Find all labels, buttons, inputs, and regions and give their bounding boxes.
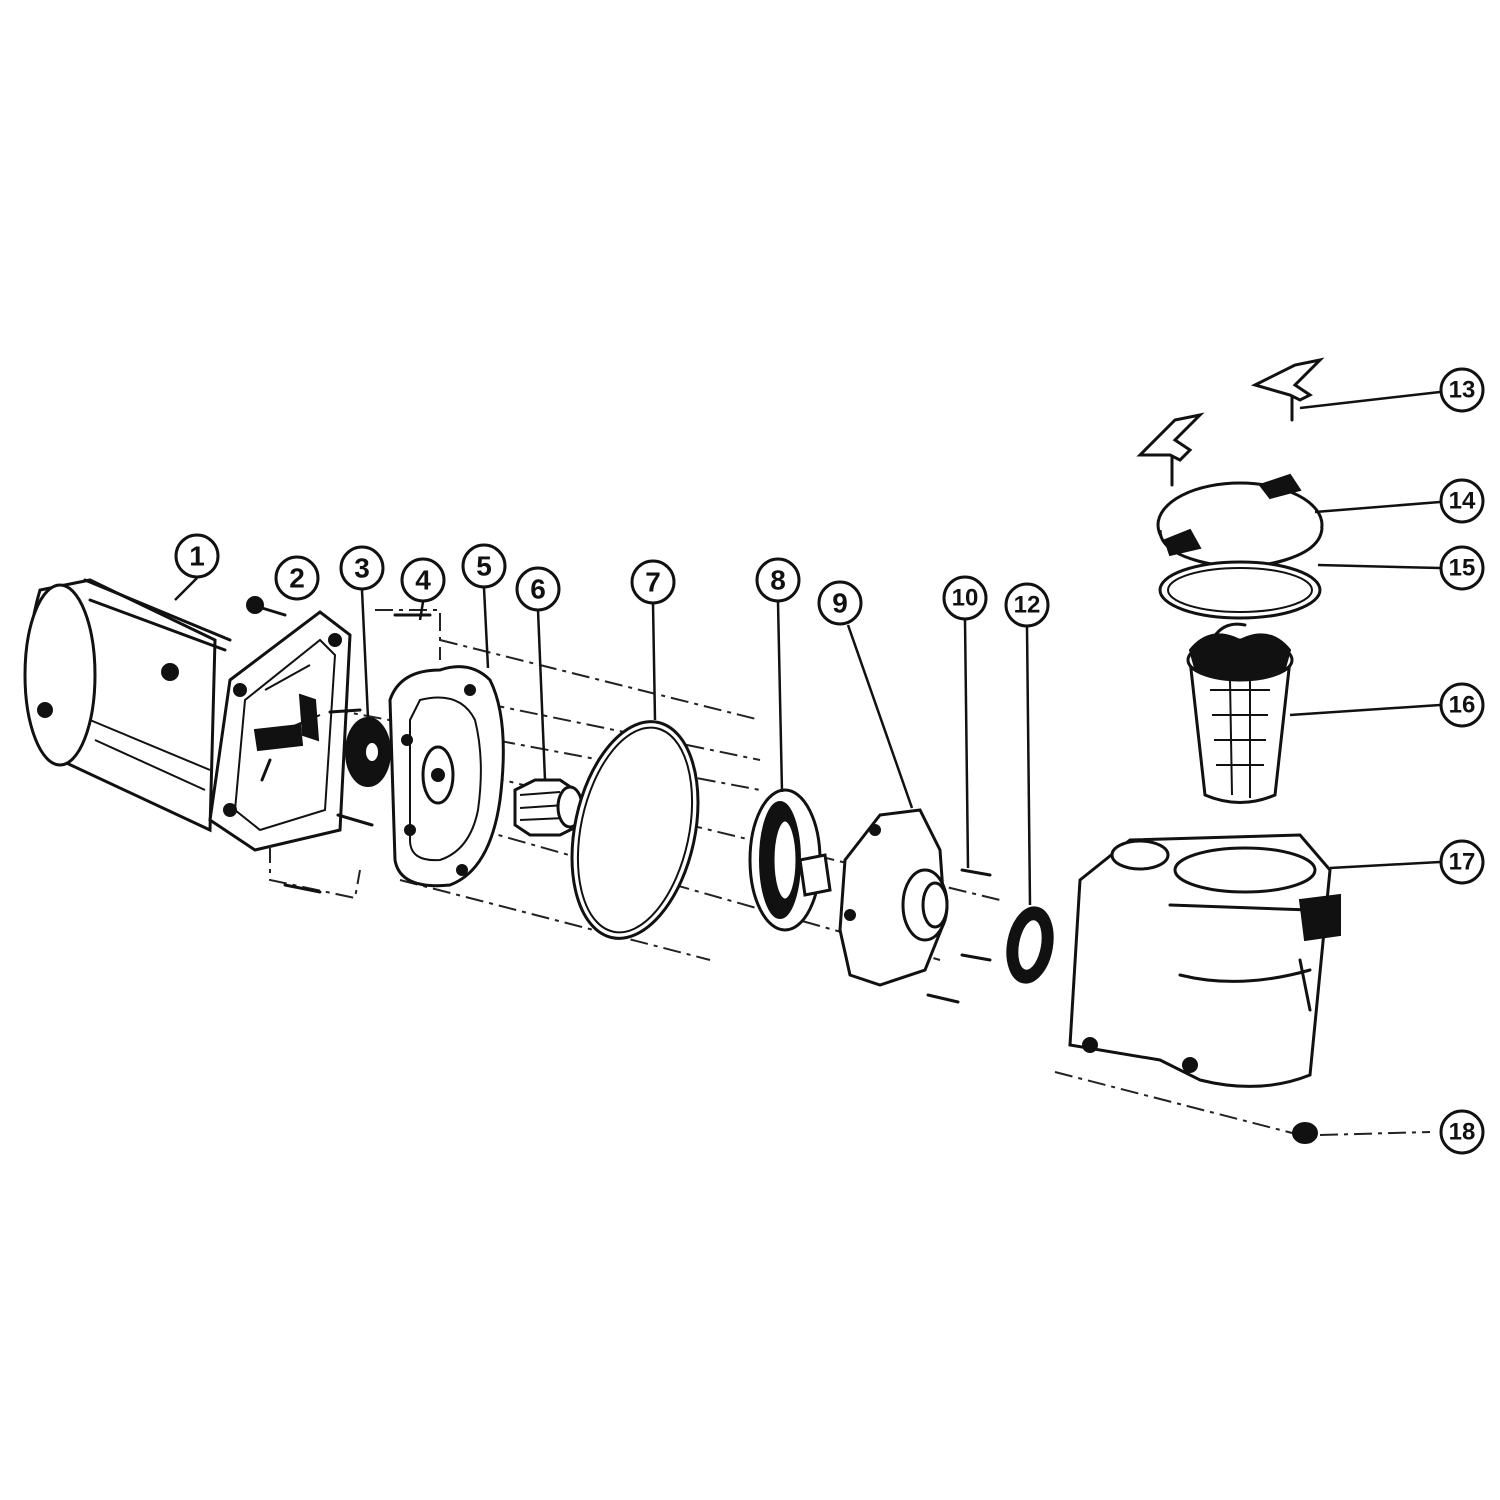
callout-14: 14 (1439, 478, 1485, 524)
screws-part (926, 868, 992, 1004)
callout-2: 2 (274, 555, 320, 601)
callout-17: 17 (1439, 839, 1485, 885)
lid-oring-part (1158, 560, 1322, 620)
bolt-part (246, 596, 287, 617)
callout-circle (755, 557, 801, 603)
callout-7: 7 (630, 559, 676, 605)
callout-circle (1439, 545, 1485, 591)
lid-knobs-part (1136, 357, 1325, 487)
callout-number: 9 (832, 588, 848, 619)
callout-circle (1439, 1109, 1485, 1155)
callout-number: 4 (415, 565, 431, 596)
seal-plate-part (388, 665, 505, 888)
callout-circle (515, 566, 561, 612)
callout-circle (1439, 839, 1485, 885)
callout-number: 3 (354, 553, 370, 584)
callout-circle (1439, 682, 1485, 728)
gasket-part (1006, 906, 1054, 984)
basket-mesh (1210, 679, 1270, 798)
callout-number: 12 (1014, 592, 1041, 619)
callout-18: 18 (1439, 1109, 1485, 1155)
drain-plug-part (1292, 1122, 1318, 1144)
callout-10: 10 (942, 575, 988, 621)
callout-circle (274, 555, 320, 601)
slinger-part (345, 717, 391, 787)
callout-number: 5 (476, 551, 492, 582)
callout-number: 2 (289, 563, 305, 594)
callout-circle (1439, 367, 1485, 413)
callout-number: 17 (1449, 849, 1476, 876)
callout-number: 18 (1449, 1119, 1476, 1146)
motor-part (23, 578, 232, 833)
callout-1: 1 (174, 533, 220, 579)
diffuser-oring-part (570, 720, 700, 940)
bolts-part (269, 609, 441, 900)
callout-circle (461, 543, 507, 589)
callout-circle (1004, 582, 1050, 628)
callout-6: 6 (515, 566, 561, 612)
callout-5: 5 (461, 543, 507, 589)
strainer-lid-part (1156, 473, 1324, 570)
impeller-part (748, 788, 832, 932)
callout-circle (630, 559, 676, 605)
leader-lines (174, 390, 1441, 906)
callout-circle (1439, 478, 1485, 524)
callout-number: 16 (1449, 692, 1476, 719)
pump-housing-part (1068, 833, 1341, 1088)
callout-16: 16 (1439, 682, 1485, 728)
callout-12: 12 (1004, 582, 1050, 628)
strainer-basket-part (1186, 622, 1294, 804)
callout-circle (817, 580, 863, 626)
callout-number: 10 (952, 585, 979, 612)
callout-9: 9 (817, 580, 863, 626)
diffuser-part (838, 808, 949, 987)
callout-number: 7 (645, 567, 661, 598)
callout-4: 4 (400, 557, 446, 603)
callout-15: 15 (1439, 545, 1485, 591)
callout-number: 13 (1449, 377, 1476, 404)
callout-circle (339, 545, 385, 591)
callout-3: 3 (339, 545, 385, 591)
callout-13: 13 (1439, 367, 1485, 413)
callout-circle (942, 575, 988, 621)
callout-circle (174, 533, 220, 579)
callout-8: 8 (755, 557, 801, 603)
callout-number: 15 (1449, 555, 1476, 582)
callout-number: 1 (189, 541, 205, 572)
callout-circle (400, 557, 446, 603)
motor-flange-part (208, 610, 352, 852)
callout-number: 8 (770, 565, 786, 596)
callout-number: 14 (1449, 488, 1476, 515)
callout-number: 6 (530, 574, 546, 605)
mechanical-seal-part (513, 778, 584, 837)
